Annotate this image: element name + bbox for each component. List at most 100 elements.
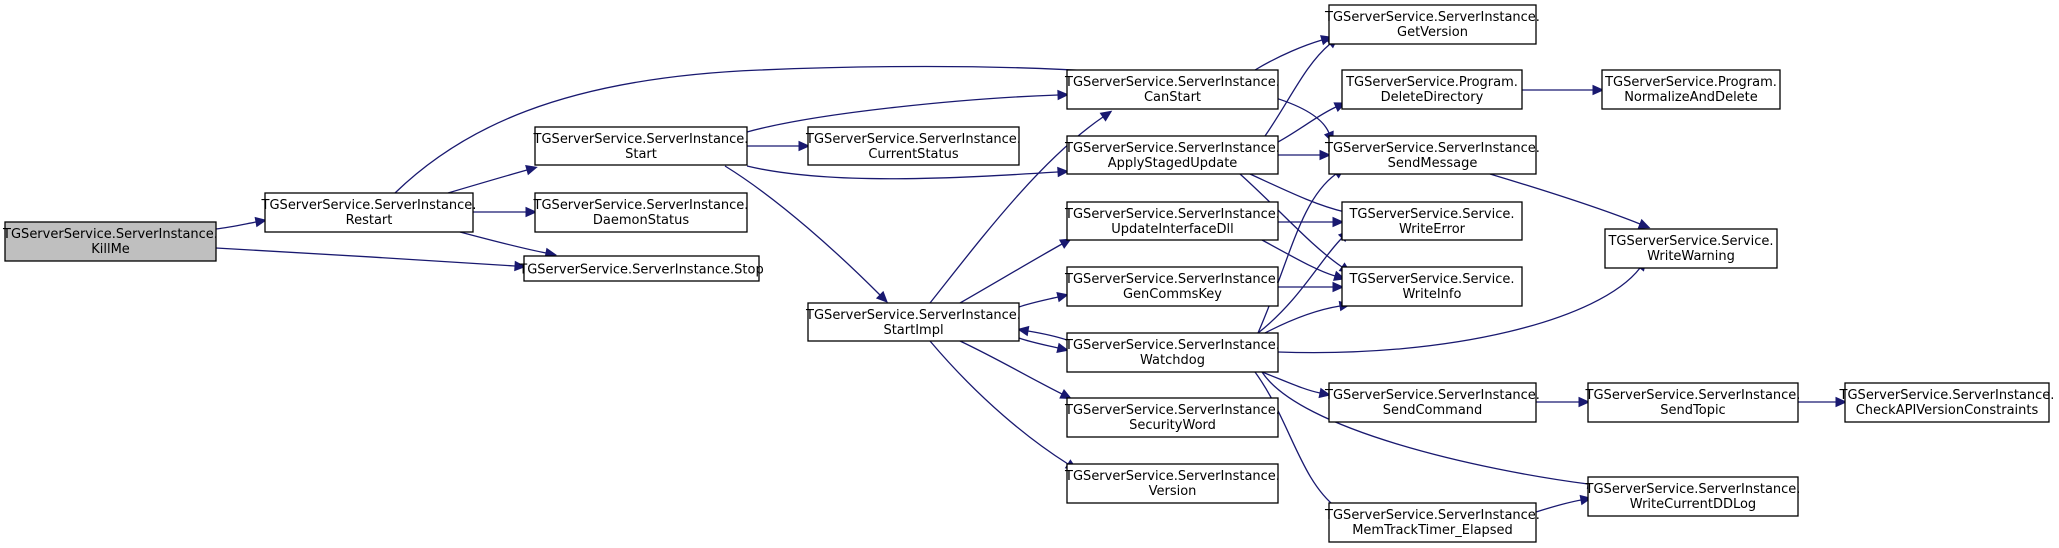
node-canstart[interactable]: TGServerService.ServerInstance.CanStart [1064,69,1280,110]
node-box [1328,135,1537,175]
nodes-layer: TGServerService.ServerInstance.KillMeTGS… [2,4,2055,543]
edge-line [959,243,1063,304]
node-box [1604,228,1778,269]
node-box [1066,332,1279,373]
node-startimpl[interactable]: TGServerService.ServerInstance.StartImpl [805,302,1021,342]
edge-line [1018,296,1059,308]
edge-restart-to-stop [459,231,558,259]
node-label-line1: TGServerService.ServerInstance. [1324,10,1540,25]
node-label-line2: DeleteDirectory [1381,90,1484,105]
node-box [534,126,748,166]
node-label-line1: TGServerService.ServerInstance. [533,132,749,147]
edge-deletedirectory-to-normalizeanddelete [1522,84,1605,96]
node-box [807,126,1020,166]
node-label-line2: Restart [346,213,393,228]
node-deletedirectory[interactable]: TGServerService.Program.DeleteDirectory [1341,69,1523,110]
node-sendtopic[interactable]: TGServerService.ServerInstance.SendTopic [1585,382,1801,423]
node-label-line2: WriteError [1399,222,1466,237]
node-writewarning[interactable]: TGServerService.Service.WriteWarning [1604,228,1778,269]
node-label-line2: SendCommand [1383,403,1483,418]
node-start[interactable]: TGServerService.ServerInstance.Start [533,126,749,166]
arrowhead-icon [1056,342,1069,354]
node-label-line1: TGServerService.Service. [1348,207,1514,222]
node-writeerror[interactable]: TGServerService.Service.WriteError [1341,201,1523,241]
node-label-line1: TGServerService.ServerInstance. [1064,75,1280,90]
edge-line [1489,173,1641,225]
edge-line [1261,371,1589,485]
edge-line [959,340,1063,395]
node-label-line1: TGServerService.ServerInstance. [1064,207,1280,222]
node-box [1601,69,1781,110]
edge-sendmessage-to-writewarning [1489,173,1651,229]
arrowhead-icon [798,140,811,152]
edge-start-to-startimpl [724,165,888,303]
node-label-line1: TGServerService.Program. [1345,75,1518,90]
node-gencommskey[interactable]: TGServerService.ServerInstance.GenCommsK… [1064,266,1280,307]
node-label-line2: SecurityWord [1129,418,1216,433]
node-watchdog[interactable]: TGServerService.ServerInstance.Watchdog [1064,332,1280,373]
edge-line [1257,173,1337,334]
edge-gencommskey-to-writeinfo [1278,281,1345,293]
node-label-line1: TGServerService.ServerInstance. [1064,338,1280,353]
node-box [264,192,474,233]
node-label-line2: WriteInfo [1403,287,1462,302]
node-box [1587,476,1799,517]
node-version[interactable]: TGServerService.ServerInstance.Version [1064,463,1280,504]
node-label-line1: TGServerService.ServerInstance. [2,227,218,242]
node-sendmessage[interactable]: TGServerService.ServerInstance.SendMessa… [1324,135,1540,175]
node-label-line2: KillMe [91,242,130,257]
node-label-line1: TGServerService.ServerInstance. [533,198,749,213]
node-label-line2: ApplyStagedUpdate [1108,156,1238,171]
node-label-line2: UpdateInterfaceDll [1111,222,1234,237]
node-label-line2: DaemonStatus [593,213,689,228]
edge-line [1249,173,1346,213]
arrowhead-icon [525,165,538,176]
node-stop[interactable]: TGServerService.ServerInstance.Stop [518,255,764,282]
node-writecurrentddlog[interactable]: TGServerService.ServerInstance.WriteCurr… [1585,476,1801,517]
arrowhead-icon [1058,238,1072,249]
node-box [1066,135,1279,175]
edge-killme-to-stop [215,247,527,272]
edge-line [746,94,1059,133]
edge-restart-to-daemonstatus [473,206,538,218]
edge-line [1254,371,1338,509]
arrowhead-icon [514,260,527,272]
node-getversion[interactable]: TGServerService.ServerInstance.GetVersio… [1324,4,1540,45]
node-box [1341,201,1523,241]
node-label-line2: MemTrackTimer_Elapsed [1352,523,1513,538]
node-label-line1: TGServerService.ServerInstance. [1064,141,1280,156]
node-label-line1: TGServerService.ServerInstance. [1324,388,1540,403]
edge-line [1264,305,1341,334]
edge-line [1261,239,1336,277]
node-sendcommand[interactable]: TGServerService.ServerInstance.SendComma… [1324,382,1540,423]
node-label-line1: TGServerService.ServerInstance. [1064,469,1280,484]
node-box [1066,69,1279,110]
node-label-line1: TGServerService.ServerInstance. [1064,272,1280,287]
node-applystagedupdate[interactable]: TGServerService.ServerInstance.ApplyStag… [1064,135,1280,175]
node-box [1066,397,1279,438]
node-label-line2: Start [625,147,657,162]
node-securityword[interactable]: TGServerService.ServerInstance.SecurityW… [1064,397,1280,438]
node-label-line1: TGServerService.ServerInstance. [1324,508,1540,523]
edge-line [929,116,1104,304]
arrowhead-icon [1332,281,1345,293]
node-box [523,255,760,282]
edge-applystagedupdate-to-sendmessage [1278,149,1332,161]
node-label-line2: CurrentStatus [868,147,958,162]
node-checkapiversion[interactable]: TGServerService.ServerInstance.CheckAPIV… [1839,382,2055,423]
node-normalizeanddelete[interactable]: TGServerService.Program.NormalizeAndDele… [1601,69,1781,110]
edge-line [1264,43,1331,137]
node-updateinterfacedll[interactable]: TGServerService.ServerInstance.UpdateInt… [1064,201,1280,241]
node-currentstatus[interactable]: TGServerService.ServerInstance.CurrentSt… [805,126,1021,166]
node-label-line2: CheckAPIVersionConstraints [1856,403,2039,418]
node-restart[interactable]: TGServerService.ServerInstance.Restart [261,192,477,233]
edge-watchdog-to-sendcommand [1261,371,1332,399]
edge-line [1535,499,1582,513]
node-daemonstatus[interactable]: TGServerService.ServerInstance.DaemonSta… [533,192,749,233]
node-writeinfo[interactable]: TGServerService.Service.WriteInfo [1341,266,1523,307]
node-label-line2: SendTopic [1660,403,1725,418]
node-memtracktimer[interactable]: TGServerService.ServerInstance.MemTrackT… [1324,502,1540,543]
edge-line [447,169,528,194]
node-box [534,192,748,233]
